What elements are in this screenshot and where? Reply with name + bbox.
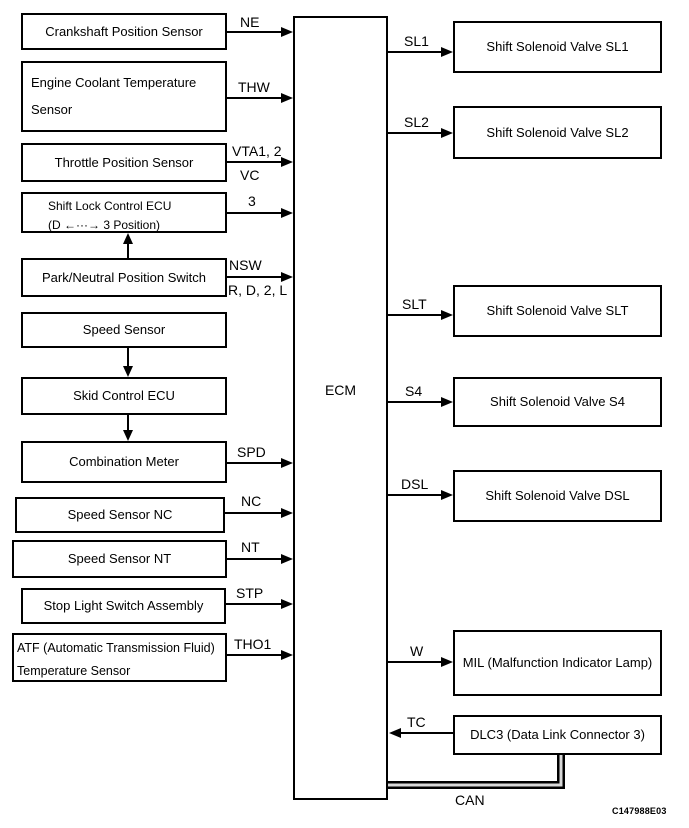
connector-nt [226, 554, 293, 564]
node-label-line2: Temperature Sensor [17, 664, 131, 678]
connector-dsl [388, 490, 453, 500]
signal-label-tho1: THO1 [234, 636, 272, 652]
signal-label-w: W [410, 643, 424, 659]
node-engine-coolant-temp-sensor: Engine Coolant Temperature Sensor [21, 61, 227, 132]
node-label: MIL (Malfunction Indicator Lamp) [462, 655, 653, 670]
connector-sl1 [388, 47, 453, 57]
node-mil: MIL (Malfunction Indicator Lamp) [453, 630, 662, 696]
connector-spd [226, 458, 293, 468]
figure-code: C147988E03 [612, 806, 667, 816]
node-label: Park/Neutral Position Switch [41, 269, 206, 285]
node-label: Throttle Position Sensor [54, 154, 194, 170]
signal-label-vc: VC [240, 167, 260, 183]
connector-w [388, 657, 453, 667]
node-shift-lock-control-ecu: Shift Lock Control ECU (D ←···→ 3 Positi… [21, 192, 227, 233]
node-shift-solenoid-valve-dsl: Shift Solenoid Valve DSL [453, 470, 662, 522]
signal-label-spd: SPD [237, 444, 266, 460]
connector-stp [226, 599, 293, 609]
node-label: Shift Solenoid Valve DSL [485, 488, 630, 503]
node-shift-solenoid-valve-sl2: Shift Solenoid Valve SL2 [453, 106, 662, 159]
connector-3 [226, 208, 293, 218]
connector-tho1 [226, 650, 293, 660]
node-speed-sensor-nt: Speed Sensor NT [12, 540, 227, 578]
connector-nc [225, 508, 293, 518]
arrow-park-neutral-to-shift-lock [123, 233, 133, 258]
signal-label-sl2: SL2 [404, 114, 429, 130]
signal-label-rd2l: R, D, 2, L [228, 282, 288, 298]
node-speed-sensor: Speed Sensor [21, 312, 227, 348]
node-label: Speed Sensor NT [67, 551, 172, 566]
node-label: Shift Solenoid Valve SL1 [486, 39, 629, 54]
ecm-label: ECM [324, 382, 357, 398]
connector-sl2 [388, 128, 453, 138]
signal-label-tc: TC [407, 714, 426, 730]
node-ecm: ECM [293, 16, 388, 800]
signal-label-ne: NE [240, 14, 260, 30]
node-label: Speed Sensor NC [67, 507, 173, 522]
connector-vta-vc [226, 157, 293, 167]
can-label: CAN [455, 792, 485, 808]
signal-label-stp: STP [236, 585, 264, 601]
node-atf-temperature-sensor: ATF (Automatic Transmission Fluid) Tempe… [12, 633, 227, 682]
node-label-line1: Engine Coolant Temperature [31, 75, 197, 90]
node-speed-sensor-nc: Speed Sensor NC [15, 497, 225, 533]
node-crankshaft-position-sensor: Crankshaft Position Sensor [21, 13, 227, 50]
node-label: Shift Solenoid Valve SL2 [486, 124, 629, 140]
node-label-line2: Sensor [31, 102, 73, 117]
signal-label-sl1: SL1 [404, 33, 429, 49]
node-dlc3: DLC3 (Data Link Connector 3) [453, 715, 662, 755]
node-stop-light-switch-assembly: Stop Light Switch Assembly [21, 588, 226, 624]
node-label: Stop Light Switch Assembly [43, 598, 204, 613]
node-label: Speed Sensor [82, 322, 166, 337]
node-throttle-position-sensor: Throttle Position Sensor [21, 143, 227, 182]
signal-label-nt: NT [241, 539, 260, 555]
connector-slt [388, 310, 453, 320]
node-label: DLC3 (Data Link Connector 3) [470, 727, 645, 742]
arrow-skid-control-to-combination-meter [123, 415, 133, 441]
node-label: Skid Control ECU [73, 388, 175, 403]
node-combination-meter: Combination Meter [21, 441, 227, 483]
signal-label-dsl: DSL [401, 476, 429, 492]
connector-nsw [226, 272, 293, 282]
signal-label-nsw: NSW [229, 257, 262, 273]
signal-label-3: 3 [248, 193, 256, 209]
signal-label-thw: THW [238, 79, 270, 95]
node-label-line1: Shift Lock Control ECU [48, 199, 172, 213]
signal-label-s4: S4 [405, 383, 423, 399]
signal-label-vta: VTA1, 2 [232, 143, 282, 159]
node-label: Shift Solenoid Valve S4 [490, 394, 625, 409]
node-label: Combination Meter [69, 454, 179, 469]
node-shift-solenoid-valve-sl1: Shift Solenoid Valve SL1 [453, 21, 662, 73]
node-shift-solenoid-valve-slt: Shift Solenoid Valve SLT [453, 285, 662, 337]
arrow-speed-sensor-to-skid-control [123, 348, 133, 377]
node-label: Crankshaft Position Sensor [45, 23, 203, 39]
connector-ne [226, 27, 293, 37]
node-label-line2: (D ←···→ 3 Position) [48, 218, 161, 232]
connector-tc [389, 728, 453, 738]
node-label: Shift Solenoid Valve SLT [486, 303, 629, 318]
connector-thw [226, 93, 293, 103]
node-shift-solenoid-valve-s4: Shift Solenoid Valve S4 [453, 377, 662, 427]
node-park-neutral-position-switch: Park/Neutral Position Switch [21, 258, 227, 297]
node-skid-control-ecu: Skid Control ECU [21, 377, 227, 415]
connector-s4 [388, 397, 453, 407]
signal-label-slt: SLT [402, 296, 427, 312]
can-bus-line [388, 755, 565, 789]
node-label-line1: ATF (Automatic Transmission Fluid) [17, 641, 215, 655]
signal-label-nc: NC [241, 493, 262, 509]
